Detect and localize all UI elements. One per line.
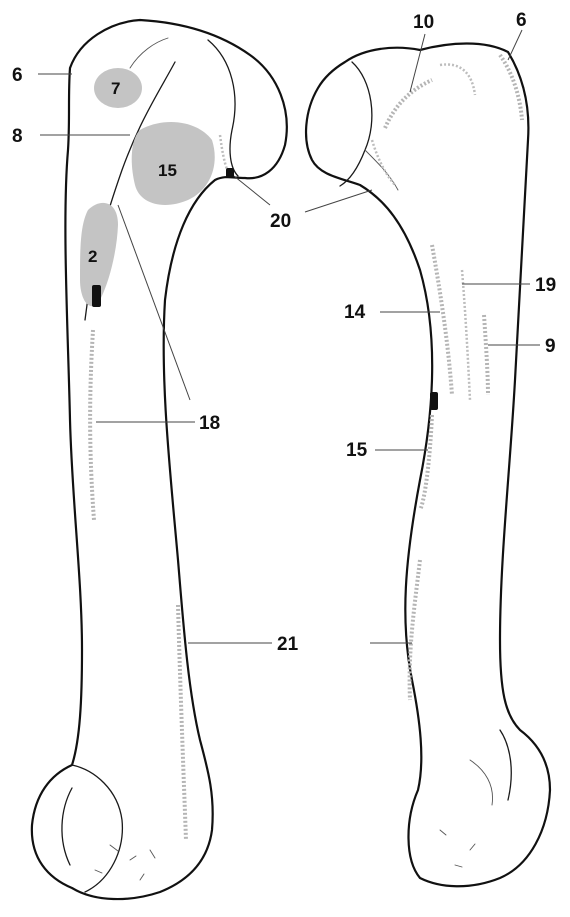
leader-6-right — [508, 30, 522, 60]
label-9: 9 — [545, 336, 556, 357]
label-18: 18 — [199, 413, 220, 434]
mark-20 — [226, 168, 234, 178]
label-7: 7 — [111, 79, 120, 98]
label-15-left: 15 — [158, 161, 177, 180]
right-femur — [306, 44, 550, 887]
label-20: 20 — [270, 211, 291, 232]
label-10: 10 — [413, 12, 434, 33]
label-19: 19 — [535, 275, 556, 296]
label-8: 8 — [12, 126, 23, 147]
leader-20-left — [234, 176, 270, 205]
label-2: 2 — [88, 247, 97, 266]
label-6-left: 6 — [12, 65, 23, 86]
label-21: 21 — [277, 634, 299, 655]
leader-20-right — [305, 190, 372, 212]
label-6-right: 6 — [516, 10, 527, 31]
label-14: 14 — [344, 302, 366, 323]
left-femur — [32, 20, 287, 899]
mark-2 — [92, 285, 101, 307]
mark-15-right — [430, 392, 438, 410]
label-15-right: 15 — [346, 440, 368, 461]
